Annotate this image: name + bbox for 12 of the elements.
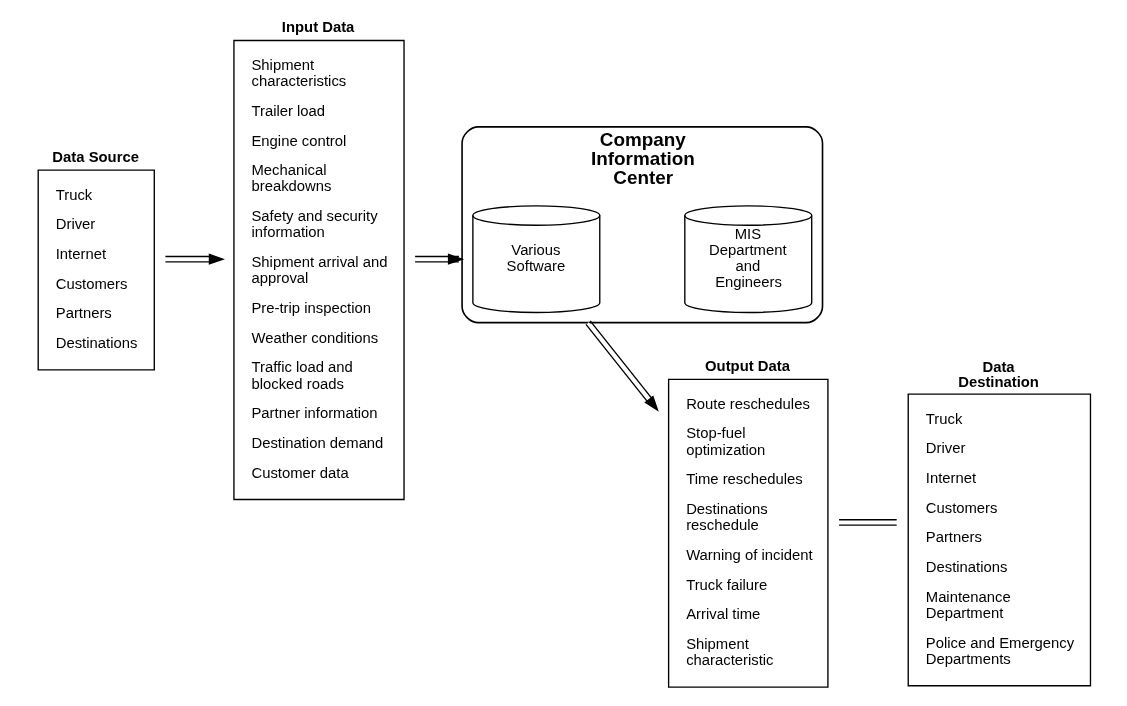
node-box: Truck Driver Internet Customers Partners Destinations Maintenance Department Police and Emergency Departments [907, 393, 1091, 687]
node-box: Shipment characteristics Trailer load Engine control Mechanical breakdowns Safety and security information Shipment arrival and approval Pre-trip inspection Weather conditions Traffic load and blocked roads Partner information Destination demand Customer data [232, 39, 405, 501]
node-label: Data Source [51, 148, 139, 165]
node-label: Data Destination [957, 359, 1039, 391]
node-box: Truck Driver Internet Customers Partners Destinations [37, 169, 155, 371]
arrow [164, 253, 225, 265]
arrow [413, 253, 464, 265]
node-box: Route reschedules Stop-fuel optimization Time reschedules Destinations reschedule Warning of incident Truck failure Arrival time Shipment characteristic [667, 378, 829, 688]
node-label: Input Data [281, 19, 354, 36]
node-label: Output Data [704, 357, 790, 374]
arrow [584, 320, 659, 412]
connector [837, 519, 897, 526]
